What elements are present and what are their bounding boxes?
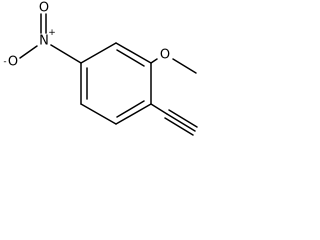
bond-methoxy-o-to-methyl <box>172 58 197 74</box>
nitro-nitrogen-label: N <box>39 34 49 49</box>
bond-ring-to-methoxy-o <box>150 58 158 64</box>
nitro-top-oxygen-label: O <box>39 1 49 16</box>
nitro-nitrogen-charge: + <box>48 28 56 38</box>
methoxy-group: O <box>150 48 197 74</box>
bond-ring-to-nitro-n <box>50 44 82 64</box>
ring-bond-c4-c5 <box>80 103 117 125</box>
triple-bond-line-lower <box>164 117 194 136</box>
benzene-ring <box>80 42 152 125</box>
ring-bond-c6-c1 <box>80 42 117 64</box>
chemical-structure: O N + O O - <box>3 1 198 136</box>
ring-double-bond-c3-c4 <box>116 100 145 118</box>
triple-bond-line-upper <box>168 109 198 128</box>
ring-bond-c1-c2 <box>115 42 152 64</box>
bond-ring-to-alkyne <box>150 103 168 115</box>
methoxy-oxygen-label: O <box>160 48 170 63</box>
ring-double-bond-c1-c2 <box>116 49 145 67</box>
triple-bond-line-center <box>166 113 196 132</box>
ethynyl-group <box>150 103 198 136</box>
ring-bond-c3-c4 <box>115 103 152 125</box>
nitro-charged-oxygen-label: O <box>8 55 18 70</box>
bond-n-to-o-minus <box>19 45 38 59</box>
nitro-group: N + O O - <box>3 1 82 70</box>
nitro-oxygen-charge: - <box>3 57 6 67</box>
